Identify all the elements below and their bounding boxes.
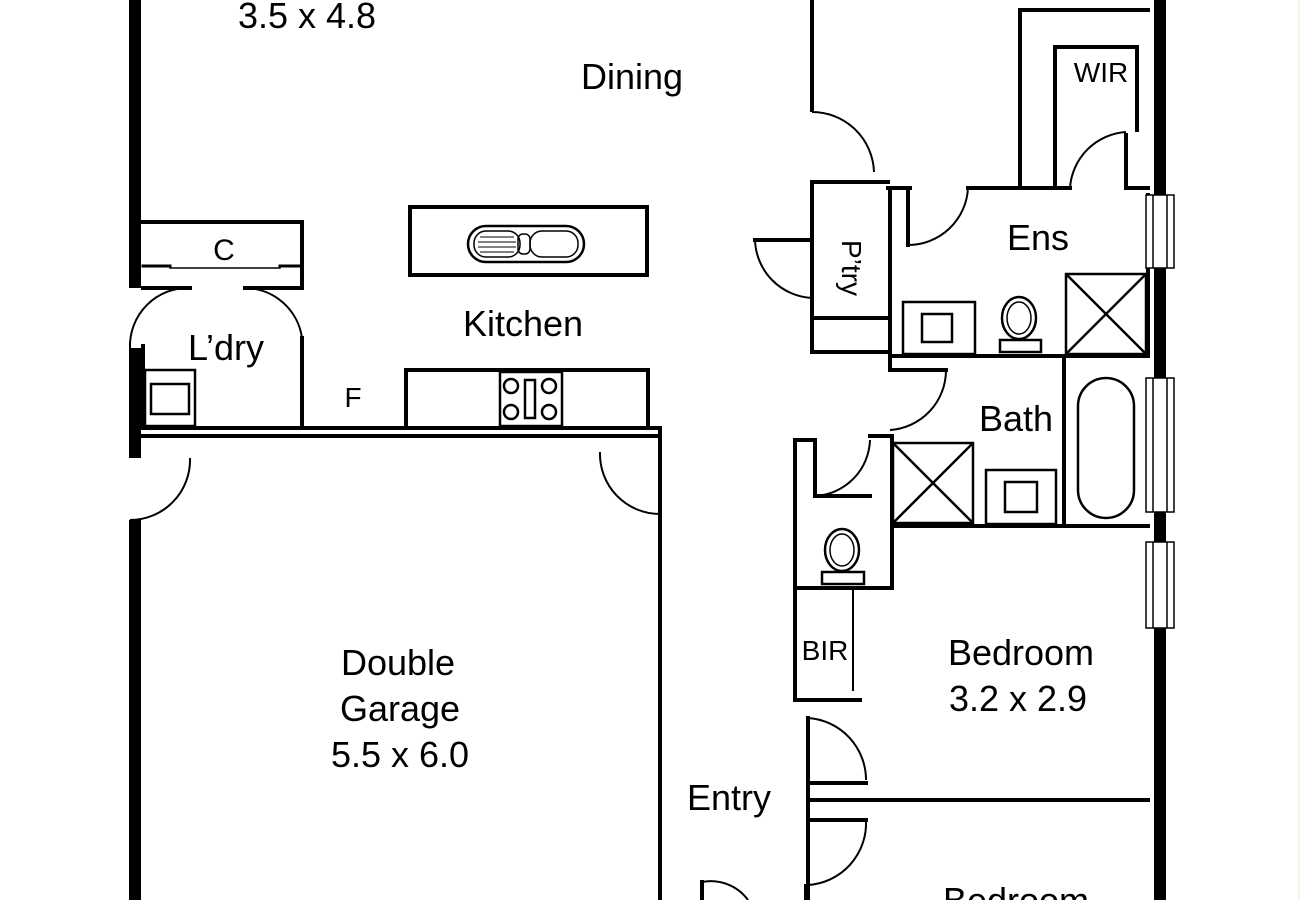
garage-label-line1: Double	[341, 642, 455, 683]
pantry-label: P’try	[836, 240, 867, 296]
bath-label: Bath	[979, 398, 1053, 439]
ensuite-shower	[1064, 272, 1148, 356]
garage-dims-label: 5.5 x 6.0	[331, 734, 469, 775]
bedroom-1-dims-label: 3.2 x 2.9	[949, 678, 1087, 719]
entry-label: Entry	[687, 777, 771, 818]
room-labels: 3.5 x 4.8 Dining WIR C Ens P’try L’dry K…	[188, 0, 1128, 900]
fridge-label: F	[344, 382, 361, 413]
laundry-label: L’dry	[188, 327, 264, 368]
ensuite-vanity	[901, 300, 977, 356]
dining-label: Dining	[581, 56, 683, 97]
fixtures	[143, 224, 1148, 586]
windows	[1145, 194, 1175, 629]
cooktop	[498, 370, 564, 428]
ens-label: Ens	[1007, 217, 1069, 258]
bath-vanity	[984, 468, 1058, 526]
bathtub	[1076, 376, 1136, 520]
bedroom-1-label: Bedroom	[948, 632, 1094, 673]
cupboard-label: C	[213, 234, 235, 267]
bedroom-2-label: Bedroom	[943, 880, 1089, 900]
laundry-tub	[143, 368, 197, 428]
kitchen-label: Kitchen	[463, 303, 583, 344]
wir-label: WIR	[1074, 57, 1128, 88]
interior-walls	[133, 0, 1150, 900]
right-edge-tint	[1298, 0, 1300, 900]
garage-label-line2: Garage	[340, 688, 460, 729]
bir-label: BIR	[802, 635, 849, 666]
wc-toilet	[820, 527, 866, 586]
doors	[128, 111, 1127, 900]
island-sink	[466, 224, 586, 264]
bath-shower	[891, 441, 975, 525]
top-room-dims-label: 3.5 x 4.8	[238, 0, 376, 36]
ensuite-toilet	[998, 295, 1043, 354]
exterior-walls	[129, 0, 1166, 900]
